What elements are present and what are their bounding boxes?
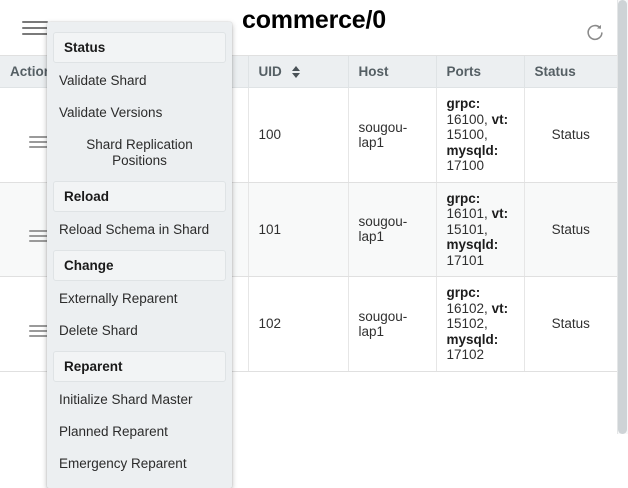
ports-vt-value: 15101, bbox=[446, 221, 488, 237]
menu-section-status: Status bbox=[53, 32, 226, 63]
menu-item-reload-schema-in-shard[interactable]: Reload Schema in Shard bbox=[59, 222, 210, 237]
ports-grpc-label: grpc: bbox=[446, 190, 481, 206]
menu-item-shard-replication-positions[interactable]: Shard Replication Positions bbox=[86, 137, 193, 168]
row-status-cell[interactable]: Status bbox=[524, 182, 617, 277]
row-host-cell: sougou-lap1 bbox=[348, 182, 437, 277]
column-header-uid-label: UID bbox=[258, 64, 282, 79]
ports-mysqld-label: mysqld: bbox=[446, 331, 499, 347]
column-header-host[interactable]: Host bbox=[348, 56, 437, 88]
row-uid-cell: 102 bbox=[248, 276, 349, 372]
row-ports-cell: grpc: 16100, vt: 15100, mysqld: 17100 bbox=[436, 87, 525, 183]
menu-section-reparent: Reparent bbox=[53, 351, 226, 382]
row-host-cell: sougou-lap1 bbox=[348, 276, 437, 372]
column-header-ports[interactable]: Ports bbox=[436, 56, 525, 88]
column-header-uid[interactable]: UID bbox=[248, 56, 349, 88]
column-header-status[interactable]: Status bbox=[524, 56, 617, 88]
row-ports-cell: grpc: 16101, vt: 15101, mysqld: 17101 bbox=[436, 182, 525, 277]
ports-vt-value: 15100, bbox=[446, 127, 488, 142]
ports-grpc-label: grpc: bbox=[446, 96, 481, 111]
hamburger-bar bbox=[22, 21, 48, 23]
ports-grpc-value: 16102, bbox=[446, 300, 488, 316]
hamburger-bar bbox=[22, 27, 48, 29]
sort-arrows-icon[interactable] bbox=[291, 65, 301, 79]
row-status-cell[interactable]: Status bbox=[524, 276, 617, 372]
page-scrollbar[interactable] bbox=[617, 0, 628, 434]
ports-grpc-value: 16101, bbox=[446, 206, 488, 221]
menu-section-reload: Reload bbox=[53, 181, 226, 212]
row-status-cell[interactable]: Status bbox=[524, 87, 617, 183]
menu-item-initialize-shard-master[interactable]: Initialize Shard Master bbox=[59, 392, 193, 407]
ports-grpc-label: grpc: bbox=[446, 285, 481, 300]
page-scrollbar-thumb[interactable] bbox=[618, 0, 627, 434]
sort-up-arrow-icon bbox=[291, 65, 300, 71]
sort-down-arrow-icon bbox=[291, 72, 300, 78]
row-ports-cell: grpc: 16102, vt: 15102, mysqld: 17102 bbox=[436, 276, 525, 372]
hamburger-icon[interactable] bbox=[22, 18, 50, 40]
hamburger-bar bbox=[22, 33, 48, 35]
menu-item-validate-versions[interactable]: Validate Versions bbox=[59, 105, 163, 120]
ports-grpc-value: 16100, bbox=[446, 111, 488, 127]
menu-item-externally-reparent[interactable]: Externally Reparent bbox=[59, 291, 178, 306]
ports-vt-label: vt: bbox=[491, 300, 509, 316]
row-uid-cell: 100 bbox=[248, 87, 349, 183]
ports-mysqld-value: 17102 bbox=[446, 347, 485, 362]
ports-vt-label: vt: bbox=[491, 111, 509, 127]
row-host-cell: sougou-lap1 bbox=[348, 87, 437, 183]
page-title: commerce/0 bbox=[242, 6, 386, 34]
refresh-icon[interactable] bbox=[584, 22, 606, 44]
ports-vt-value: 15102, bbox=[446, 316, 488, 331]
menu-item-planned-reparent[interactable]: Planned Reparent bbox=[59, 424, 168, 439]
ports-vt-label: vt: bbox=[491, 206, 509, 221]
ports-mysqld-value: 17101 bbox=[446, 252, 485, 268]
menu-item-delete-shard[interactable]: Delete Shard bbox=[59, 323, 138, 338]
menu-section-change: Change bbox=[53, 250, 226, 281]
ports-mysqld-label: mysqld: bbox=[446, 142, 499, 158]
shard-actions-menu: Status Validate Shard Validate Versions … bbox=[47, 22, 232, 488]
ports-mysqld-value: 17100 bbox=[446, 158, 485, 173]
row-uid-cell: 101 bbox=[248, 182, 349, 277]
menu-item-emergency-reparent[interactable]: Emergency Reparent bbox=[59, 456, 187, 471]
ports-mysqld-label: mysqld: bbox=[446, 237, 499, 252]
menu-item-validate-shard[interactable]: Validate Shard bbox=[59, 73, 147, 88]
